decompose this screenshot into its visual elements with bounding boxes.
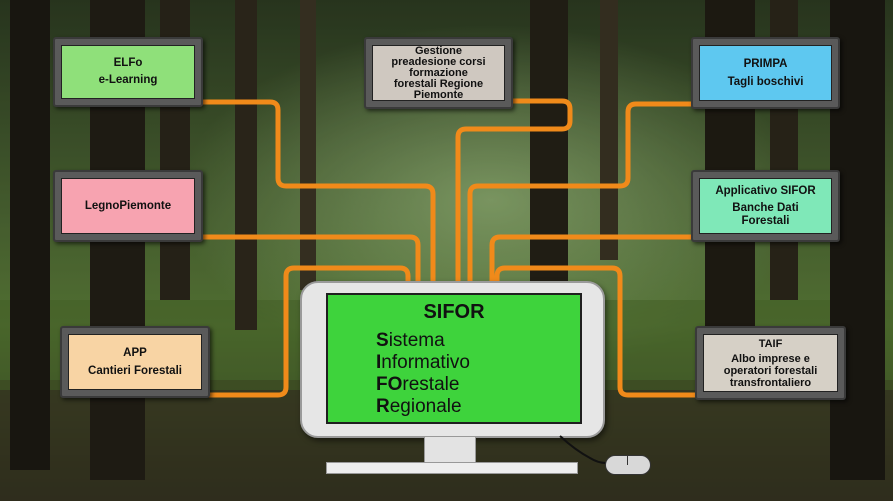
main-monitor: SIFOR Sistema Informativo FOrestale Regi… (300, 281, 605, 438)
box-gestione-screen: Gestione preadesione corsi formazione fo… (372, 45, 505, 101)
connector-sifor-app (489, 234, 695, 285)
box-gestione-line-3: formazione (409, 66, 468, 79)
main-line-2-rest: nformativo (381, 352, 470, 373)
box-app: APP Cantieri Forestali (60, 326, 210, 398)
box-taif: TAIF Albo imprese e operatori forestali … (695, 326, 846, 400)
main-line-2-initial: I (376, 352, 382, 373)
main-monitor-screen: SIFOR Sistema Informativo FOrestale Regi… (326, 293, 582, 424)
connector-app (205, 265, 411, 398)
box-legnopiemonte-screen: LegnoPiemonte (61, 178, 195, 234)
main-title: SIFOR (423, 301, 485, 323)
box-gestione: Gestione preadesione corsi formazione fo… (364, 37, 513, 109)
box-elfo-line-1: ELFo (113, 57, 143, 69)
box-app-line-2: Cantieri Forestali (88, 364, 182, 377)
connector-elfo (198, 99, 436, 285)
connector-taif (494, 265, 700, 398)
main-line-3-rest: restale (402, 374, 460, 395)
box-taif-line-1: TAIF (758, 337, 783, 350)
box-gestione-line-1: Gestione (414, 44, 463, 57)
main-acronym-lines: Sistema Informativo FOrestale Regionale (376, 330, 470, 418)
box-elfo-line-2: e-Learning (98, 74, 158, 86)
box-applicativo-sifor-line-3: Forestali (741, 214, 790, 227)
main-line-3-initial: FO (376, 374, 403, 395)
main-line-4: Regionale (376, 396, 470, 418)
box-applicativo-sifor-screen: Applicativo SIFOR Banche Dati Forestali (699, 178, 832, 234)
main-line-4-rest: egionale (389, 396, 462, 417)
box-primpa-screen: PRIMPA Tagli boschivi (699, 45, 832, 101)
box-gestione-line-5: Piemonte (413, 88, 464, 101)
box-primpa-line-1: PRIMPA (743, 57, 788, 70)
box-app-screen: APP Cantieri Forestali (68, 334, 202, 390)
box-elfo-screen: ELFo e-Learning (61, 45, 195, 99)
box-applicativo-sifor-line-2: Banche Dati (732, 201, 799, 214)
box-taif-line-3: operatori forestali (723, 364, 818, 377)
main-line-1: Sistema (376, 330, 470, 352)
box-applicativo-sifor-line-1: Applicativo SIFOR (715, 184, 816, 197)
main-line-1-initial: S (376, 330, 389, 351)
connector-primpa (467, 101, 695, 285)
box-legnopiemonte-line-1: LegnoPiemonte (84, 199, 172, 212)
box-applicativo-sifor: Applicativo SIFOR Banche Dati Forestali (691, 170, 840, 242)
box-elfo: ELFo e-Learning (53, 37, 203, 107)
box-primpa: PRIMPA Tagli boschivi (691, 37, 840, 109)
box-legnopiemonte: LegnoPiemonte (53, 170, 203, 242)
box-taif-line-4: transfrontaliero (729, 376, 812, 389)
monitor-stand-base (326, 462, 578, 474)
box-app-line-1: APP (123, 346, 147, 359)
main-line-1-rest: istema (388, 330, 445, 351)
mouse-icon (605, 455, 651, 475)
connector-legno (198, 234, 421, 285)
main-line-3: FOrestale (376, 374, 470, 396)
box-gestione-line-2: preadesione corsi (391, 55, 486, 68)
box-gestione-line-4: forestali Regione (393, 77, 484, 90)
connector-gestione (455, 98, 573, 285)
main-line-2: Informativo (376, 352, 470, 374)
box-primpa-line-2: Tagli boschivi (727, 75, 804, 88)
box-taif-screen: TAIF Albo imprese e operatori forestali … (703, 334, 838, 392)
box-taif-line-2: Albo imprese e (731, 352, 810, 365)
main-line-4-initial: R (376, 396, 390, 417)
